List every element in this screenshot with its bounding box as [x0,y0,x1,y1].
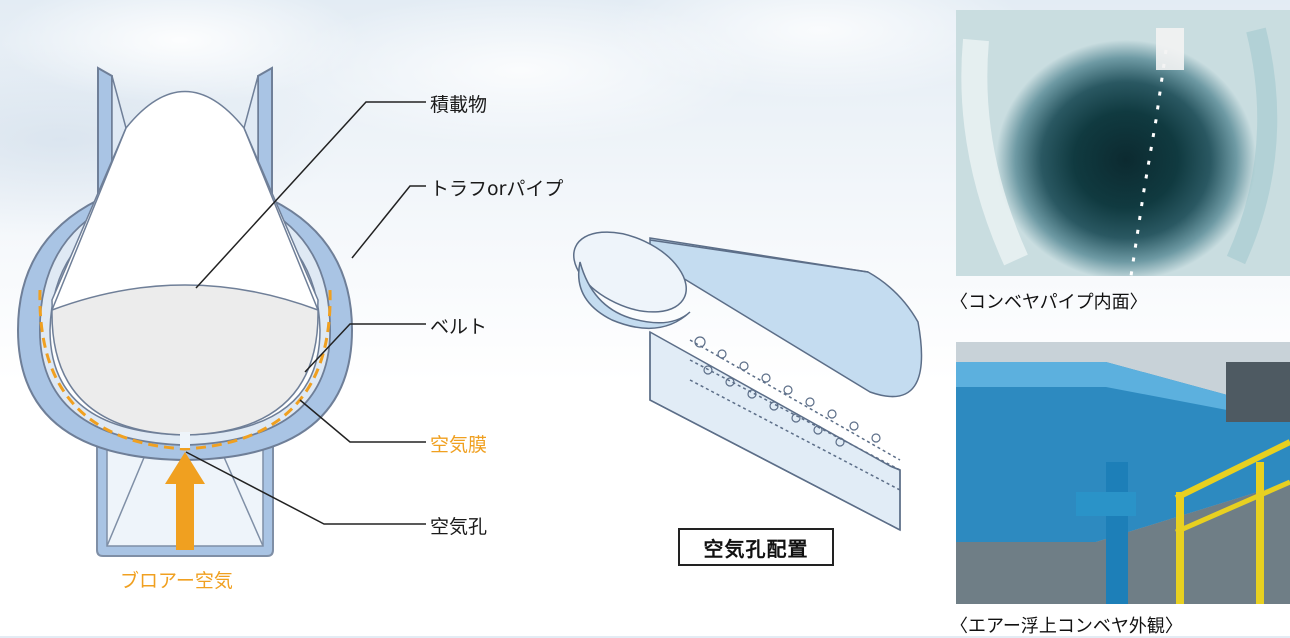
pipe-inside-detail [961,27,1278,276]
label-air-hole: 空気孔 [430,516,488,538]
air-film [38,289,332,451]
conveyor-exterior-photo [956,342,1290,604]
pipe-inside-photo [956,10,1290,276]
conveyor-exterior-caption: 〈エアー浮上コンベヤ外観〉 [950,616,1183,637]
label-belt: ベルト [430,316,488,338]
pipe-opening [573,231,687,313]
cargo-surface [51,284,319,436]
label-blower: ブロアー空気 [120,570,233,592]
label-air-film: 空気膜 [430,434,488,456]
conveyor-exterior-detail [956,342,1290,604]
pipe-body [649,237,923,398]
hole-pattern [694,336,881,447]
label-trough: トラフorパイプ [430,178,564,200]
air-hole [180,432,190,448]
pipe-inside-caption: 〈コンベヤパイプ内面〉 [950,292,1148,313]
hole-layout-title: 空気孔配置 [678,528,834,566]
label-cargo: 積載物 [430,94,488,116]
blower-arrow [165,452,205,550]
